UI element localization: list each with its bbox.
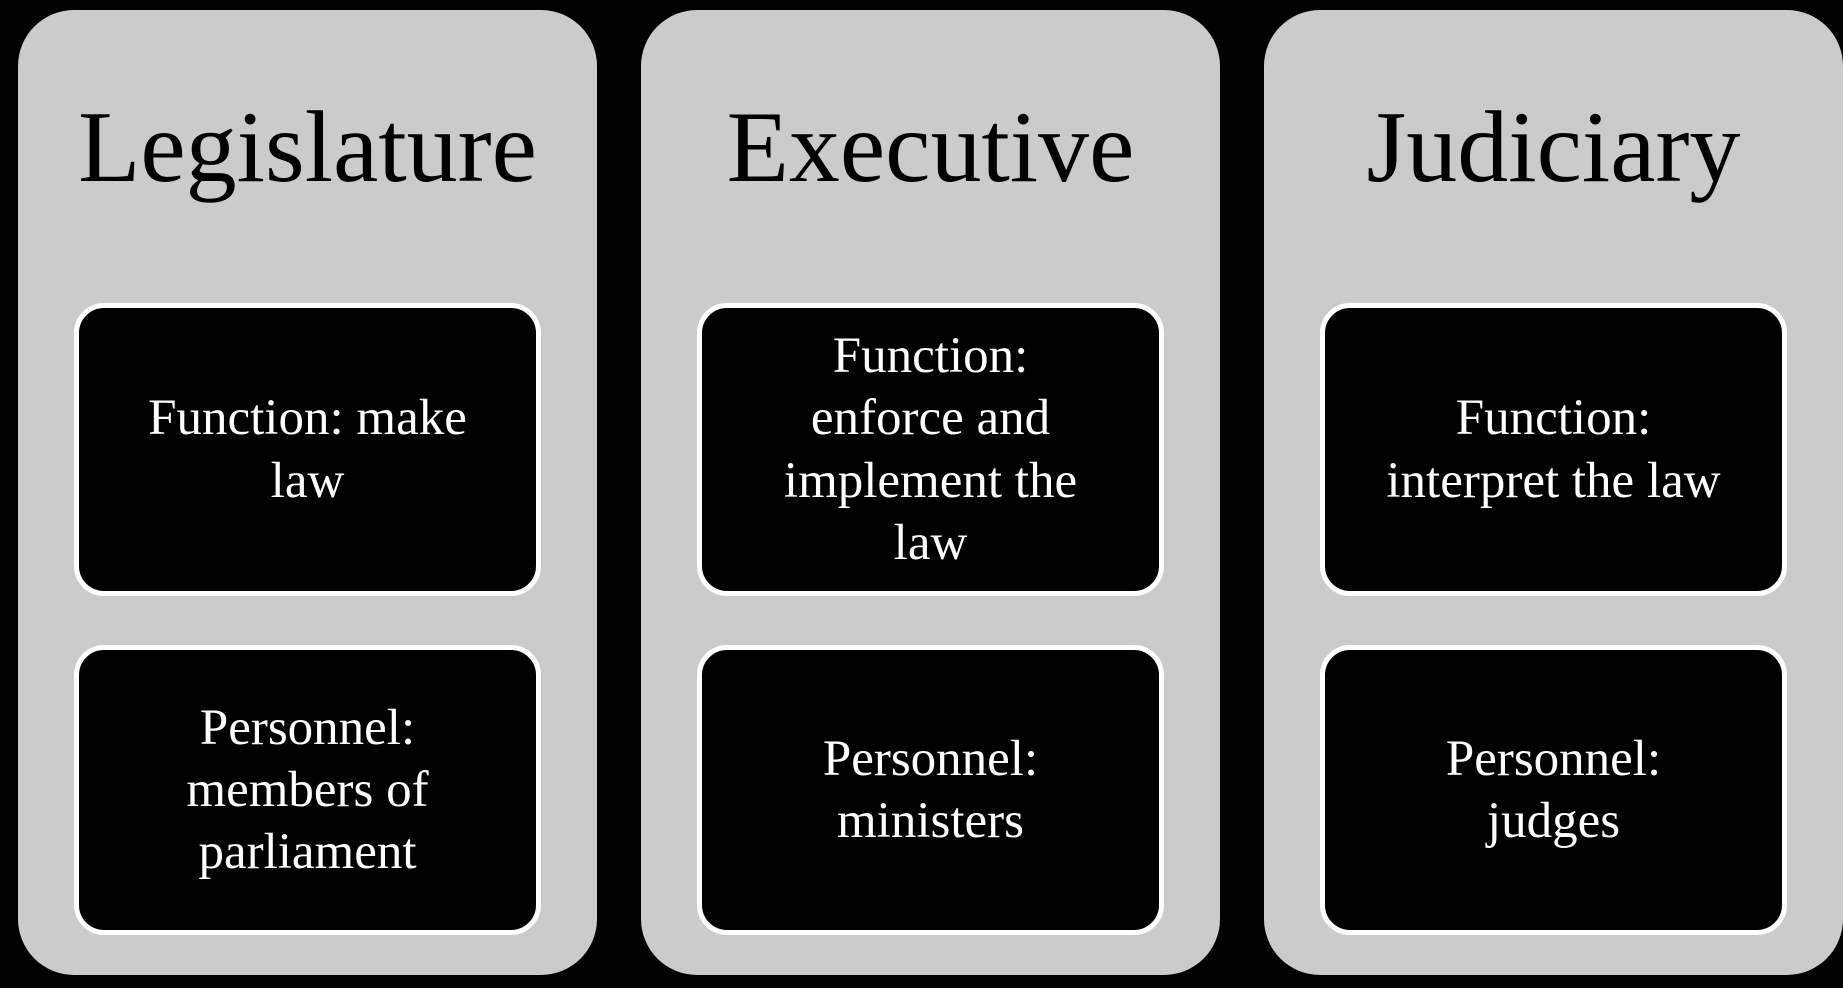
judiciary-personnel-box: Personnel: judges [1320,645,1787,935]
judiciary-function-text: Function: interpret the law [1386,390,1721,509]
legislature-personnel-box: Personnel: members of parliament [74,645,541,935]
column-judiciary: Judiciary Function: interpret the law Pe… [1264,10,1843,975]
column-executive: Executive Function: enforce and implemen… [641,10,1220,975]
executive-personnel-text: Personnel: ministers [822,730,1039,849]
executive-function-text: Function: enforce and implement the law [783,328,1078,571]
legislature-function-box: Function: make law [74,303,541,596]
judiciary-function-box: Function: interpret the law [1320,303,1787,596]
legislature-title-area: Legislature [18,10,597,303]
legislature-personnel-text: Personnel: members of parliament [186,699,429,881]
executive-function-box: Function: enforce and implement the law [697,303,1164,596]
legislature-title: Legislature [78,90,537,204]
legislature-function-text: Function: make law [148,390,467,509]
executive-personnel-box: Personnel: ministers [697,645,1164,935]
column-legislature: Legislature Function: make law Personnel… [18,10,597,975]
judiciary-title: Judiciary [1366,90,1741,204]
executive-title-area: Executive [641,10,1220,303]
judiciary-title-area: Judiciary [1264,10,1843,303]
executive-title: Executive [726,90,1135,204]
judiciary-personnel-text: Personnel: judges [1445,730,1662,849]
